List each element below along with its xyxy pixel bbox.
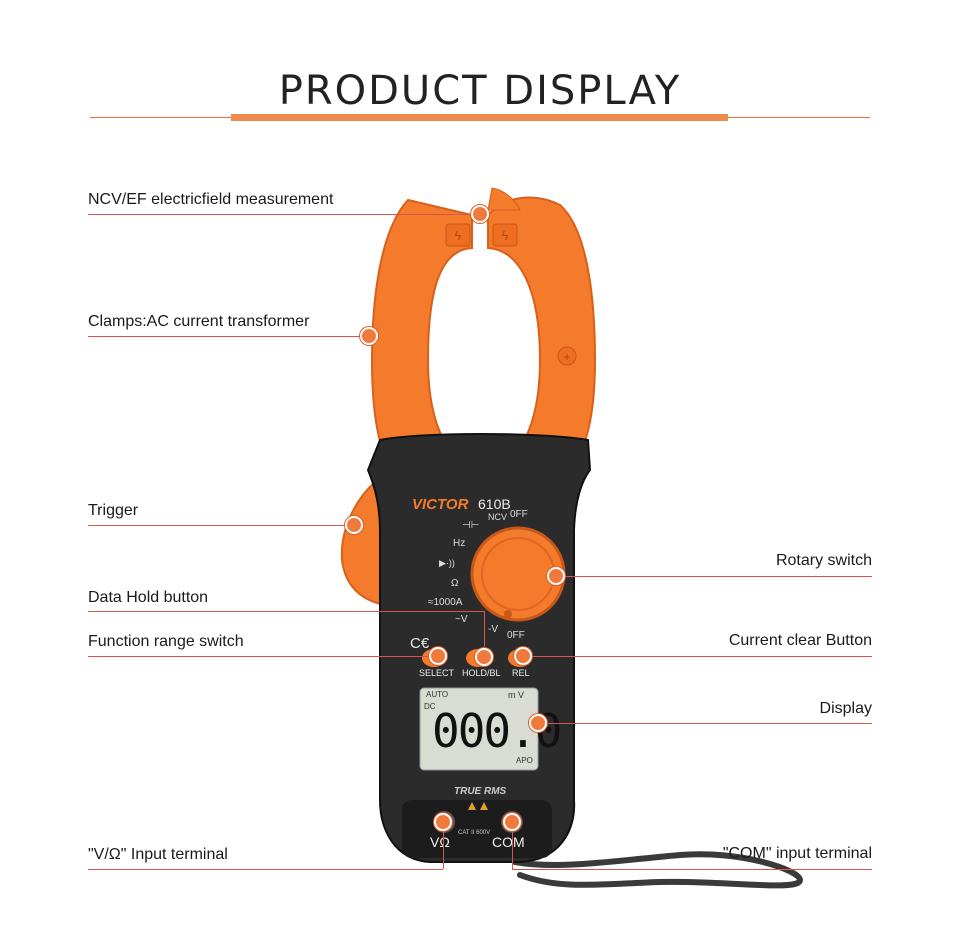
lcd-auto: AUTO [426,690,449,699]
leader-com-terminal-vertical [512,822,513,869]
marker-com-terminal [503,813,521,831]
lcd-dc: DC [424,702,436,711]
lcd-apo: APO [516,756,533,765]
annotation-com-terminal: "COM" input terminal [722,845,872,862]
leader-trigger [88,525,354,526]
true-rms-label: TRUE RMS [454,786,507,797]
trigger-shape [340,480,392,607]
lcd-unit: m V [508,690,525,700]
leader-com-terminal [512,869,872,870]
leader-v-terminal-vertical [443,822,444,869]
marker-function-range [429,647,447,665]
annotation-rotary: Rotary switch [775,552,872,569]
leader-rotary [556,576,872,577]
leader-current-clear [523,656,872,657]
marker-clamps [360,327,378,345]
vohm-terminal-label: VΩ [430,834,450,850]
dial-ohm: Ω [451,578,459,589]
lanyard [512,851,804,889]
brand-logo-text: VICTOR [412,496,469,513]
leader-function-range [88,656,438,657]
svg-text:+: + [563,350,570,364]
annotation-clamps: Clamps:AC current transformer [88,313,310,330]
annotation-display: Display [819,700,872,717]
marker-ncv [471,205,489,223]
com-terminal-label: COM [492,834,525,850]
annotation-trigger: Trigger [88,502,139,519]
dial-hz: Hz [453,538,466,549]
annotation-ncv: NCV/EF electricfield measurement [88,191,334,208]
annotation-function-range: Function range switch [88,633,244,650]
leader-v-terminal [88,869,443,870]
svg-text:C€: C€ [410,635,430,652]
select-button-label: SELECT [419,668,455,678]
leader-ncv [88,214,480,215]
rel-button-label: REL [512,668,530,678]
dial-diode: ▶·)) [439,558,455,568]
page-title: PRODUCT DISPLAY [278,68,682,114]
marker-trigger [345,516,363,534]
dial-ac-amp: ≈1000A [428,597,463,608]
title-underline [231,114,728,121]
terminal-rating: CAT II 600V [458,830,491,836]
marker-v-terminal [434,813,452,831]
annotation-data-hold: Data Hold button [88,589,209,606]
marker-display [529,714,547,732]
model-number: 610B [478,496,511,512]
leader-clamps [88,336,368,337]
leader-display [538,723,872,724]
svg-text:ϟ: ϟ [455,228,462,243]
dial-off-bottom: 0FF [507,630,525,641]
annotation-v-terminal: "V/Ω" Input terminal [88,846,228,863]
dial-capacitance: ⊣⊢ [462,520,480,531]
leader-data-hold-vertical [484,611,485,657]
ncv-tip [487,187,521,211]
marker-current-clear [514,647,532,665]
hold-button-label: HOLD/BL [462,668,501,678]
dial-ac-volt: ~V [455,614,468,625]
marker-data-hold [475,648,493,666]
dial-ncv: NCV [488,512,508,522]
annotation-current-clear: Current clear Button [728,632,872,649]
leader-data-hold [88,611,484,612]
svg-text:ϟ: ϟ [502,228,509,243]
dial-dc-volt: -V [488,624,498,635]
dial-off-top: 0FF [510,509,528,520]
marker-rotary [547,567,565,585]
